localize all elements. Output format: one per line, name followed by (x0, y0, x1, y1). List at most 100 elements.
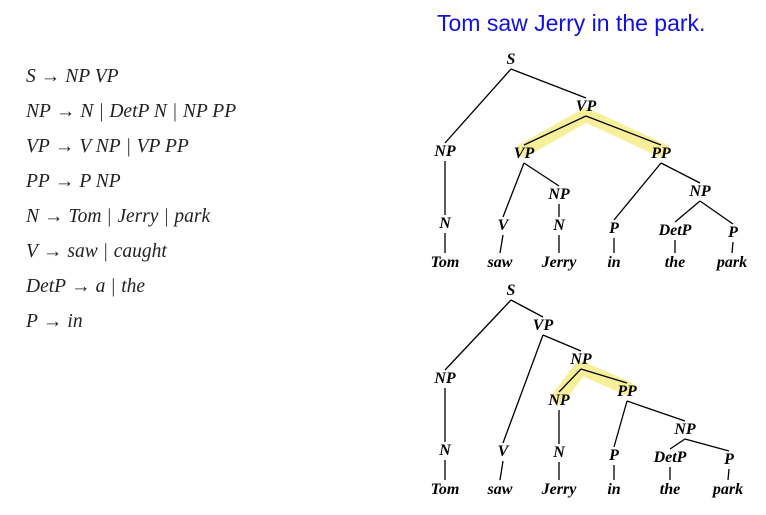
tree-node: NP (569, 351, 592, 368)
tree-word: the (665, 254, 685, 271)
tree-edge (580, 368, 628, 384)
grammar-rule: P→in (26, 307, 236, 342)
tree-edge (499, 460, 504, 481)
rule-lhs: NP (26, 101, 51, 122)
tree-edge (669, 438, 686, 450)
tree-edge (444, 68, 512, 144)
tree-edge (510, 299, 544, 318)
arrow-icon: → (55, 101, 76, 122)
tree-node: NP (673, 421, 696, 438)
grammar-rule: PP→P NP (26, 167, 236, 202)
rule-alternative: park (174, 206, 211, 227)
rule-lhs: N (26, 206, 40, 227)
grammar-rule: NP→N|DetP N|NP PP (26, 97, 236, 132)
rule-alternative: NP VP (65, 66, 119, 87)
rule-lhs: DetP (26, 276, 67, 297)
rule-lhs: V (26, 241, 38, 262)
arrow-icon: → (44, 206, 64, 227)
tree-edge (510, 68, 587, 99)
tree-edge (727, 468, 730, 481)
tree-node: N (552, 444, 566, 461)
tree-node: DetP (653, 449, 687, 466)
tree-edge (731, 241, 734, 254)
rule-alternative: N (80, 101, 94, 122)
tree-node: NP (433, 370, 456, 387)
rule-lhs: S (26, 66, 36, 87)
rule-separator: | (111, 276, 116, 297)
tree-edge (542, 334, 582, 352)
rule-lhs: VP (26, 136, 50, 157)
tree-node: V (498, 217, 510, 234)
tree-edge (674, 200, 701, 223)
grammar-rule: V→saw|caught (26, 237, 236, 272)
rule-alternative: VP PP (136, 136, 189, 157)
tree-node: N (438, 215, 452, 232)
tree-edge (499, 234, 504, 254)
tree-node: VP (514, 145, 535, 162)
tree-word: park (715, 254, 747, 271)
arrow-icon: → (40, 66, 61, 87)
tree-node: NP (688, 183, 711, 200)
grammar-rule: DetP→a|the (26, 272, 236, 307)
tree-edge (523, 162, 560, 187)
rule-alternative: Jerry (117, 206, 159, 227)
rule-alternative: caught (113, 241, 167, 262)
tree-edge (660, 162, 701, 184)
tree-node: S (507, 282, 516, 299)
tree-word: in (607, 481, 620, 498)
tree-node: P (723, 451, 734, 468)
rule-separator: | (99, 101, 104, 122)
tree-node: N (438, 442, 452, 459)
rule-alternative: NP PP (182, 101, 237, 122)
tree-node: V (498, 443, 510, 460)
tree-word: Tom (431, 254, 460, 271)
tree-node: P (608, 447, 619, 464)
tree-edge (699, 200, 734, 225)
rule-separator: | (164, 206, 169, 227)
tree-node: P (608, 220, 619, 237)
rule-alternative: Tom (68, 206, 102, 227)
grammar-rule: VP→V NP|VP PP (26, 132, 236, 167)
tree-node: NP (433, 143, 456, 160)
rule-separator: | (172, 101, 177, 122)
rule-separator: | (107, 206, 112, 227)
tree-word: park (711, 481, 743, 498)
rule-alternative: a (95, 276, 106, 297)
tree-node: PP (650, 145, 671, 162)
rule-separator: | (103, 241, 108, 262)
tree-node: VP (576, 98, 597, 115)
tree-word: saw (487, 254, 513, 271)
tree-edge (585, 115, 662, 146)
sentence-title: Tom saw Jerry in the park. (437, 10, 706, 36)
tree-edge (613, 400, 628, 448)
tree-node: P (727, 224, 738, 241)
arrow-icon: → (42, 311, 63, 332)
tree-edge (558, 368, 582, 393)
rule-separator: | (126, 136, 131, 157)
tree-edge (523, 115, 587, 146)
arrow-icon: → (42, 241, 63, 262)
tree-node: S (507, 51, 516, 68)
tree-word: in (607, 254, 620, 271)
tree-edge (502, 334, 544, 444)
tree-edge (613, 162, 662, 221)
rule-lhs: P (26, 311, 38, 332)
rule-alternative: V NP (79, 136, 121, 157)
tree-word: saw (487, 481, 513, 498)
tree-word: the (660, 481, 680, 498)
tree-word: Tom (431, 481, 460, 498)
arrow-icon: → (54, 136, 75, 157)
grammar-rule: N→Tom|Jerry|park (26, 202, 236, 237)
rule-lhs: PP (26, 171, 50, 192)
tree-node: DetP (658, 222, 692, 239)
rule-alternative: in (67, 311, 83, 332)
rule-alternative: P NP (79, 171, 121, 192)
tree-word: Jerry (541, 254, 578, 271)
grammar-rule: S→NP VP (26, 62, 236, 97)
arrow-icon: → (54, 171, 75, 192)
tree-edge (444, 299, 512, 371)
